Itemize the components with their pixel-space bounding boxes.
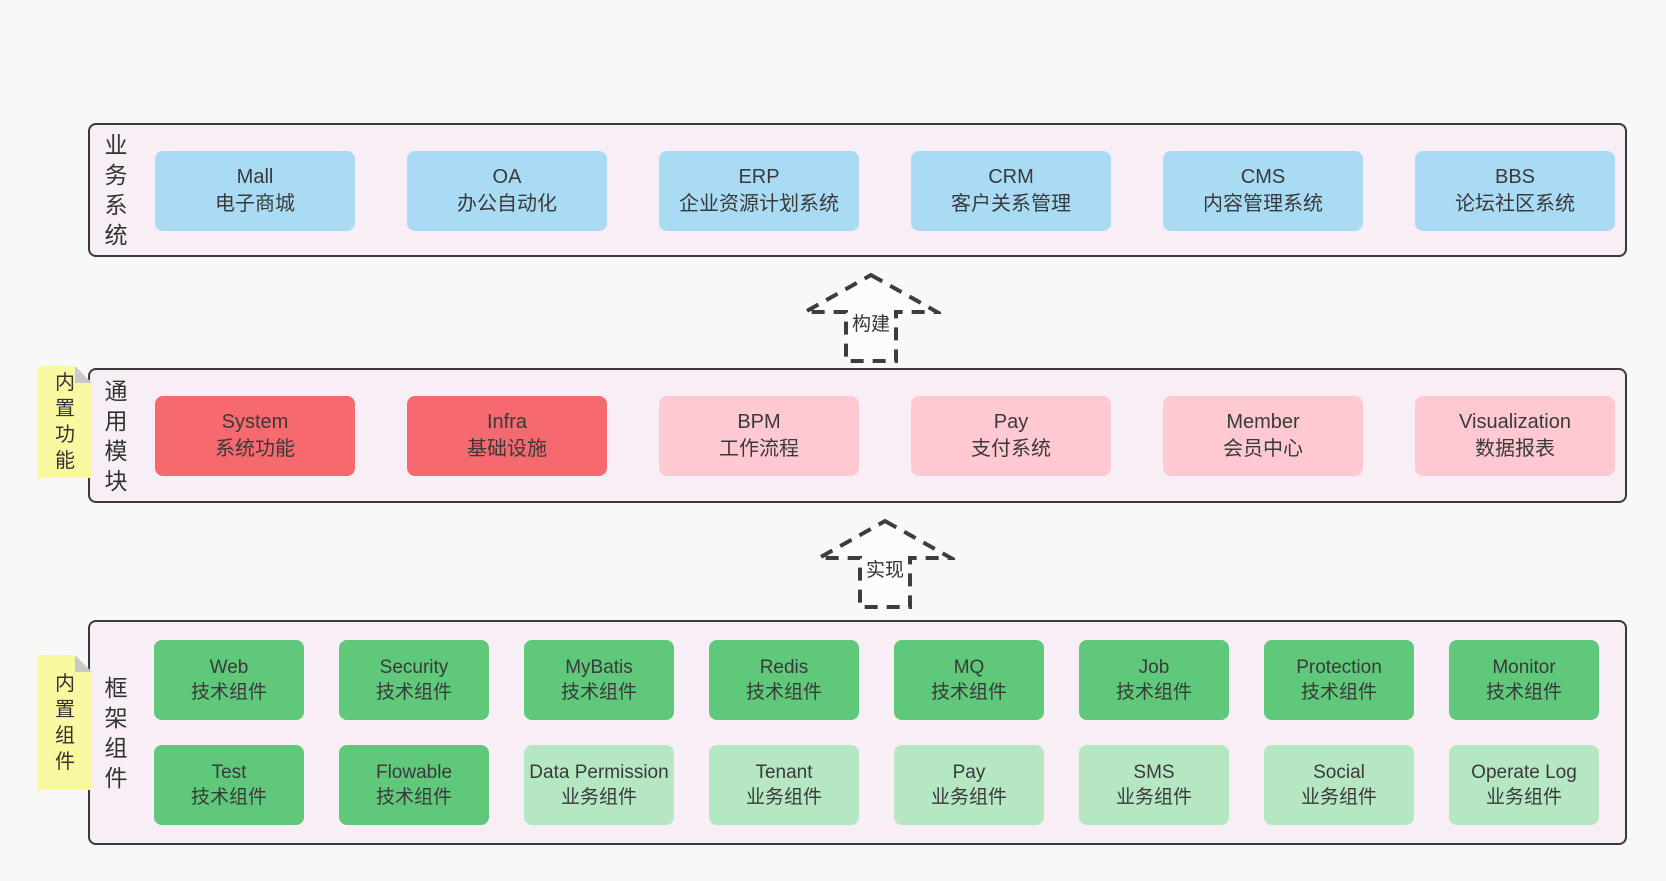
box-data-permission: Data Permission 业务组件 [524, 745, 674, 825]
box-operate-log: Operate Log 业务组件 [1449, 745, 1599, 825]
box-tenant: Tenant 业务组件 [709, 745, 859, 825]
layer-business-systems: 业务系统 Mall 电子商城 OA 办公自动化 ERP 企业资源计划系统 CRM… [88, 123, 1627, 257]
box-monitor: Monitor 技术组件 [1449, 640, 1599, 720]
layer-label-framework-components: 框架组件 [104, 674, 128, 791]
box-mq: MQ 技术组件 [894, 640, 1044, 720]
box-oa: OA 办公自动化 [407, 151, 607, 231]
box-protection: Protection 技术组件 [1264, 640, 1414, 720]
box-cms: CMS 内容管理系统 [1163, 151, 1363, 231]
box-web: Web 技术组件 [154, 640, 304, 720]
sticky-note-built-in-components: 内置组件 [38, 655, 92, 790]
layer-framework-components: 框架组件 Web 技术组件 Security 技术组件 MyBatis 技术组件… [88, 620, 1627, 845]
box-visualization: Visualization 数据报表 [1415, 396, 1615, 476]
box-redis: Redis 技术组件 [709, 640, 859, 720]
box-mybatis: MyBatis 技术组件 [524, 640, 674, 720]
box-sms: SMS 业务组件 [1079, 745, 1229, 825]
layer-label-business-systems: 业务系统 [104, 132, 128, 248]
box-member: Member 会员中心 [1163, 396, 1363, 476]
implement-arrow: 实现 [815, 518, 955, 610]
box-crm: CRM 客户关系管理 [911, 151, 1111, 231]
layer-common-modules: 通用模块 System 系统功能 Infra 基础设施 BPM 工作流程 Pay… [88, 368, 1627, 503]
box-flowable: Flowable 技术组件 [339, 745, 489, 825]
build-arrow: 构建 [801, 272, 941, 364]
box-social: Social 业务组件 [1264, 745, 1414, 825]
box-pay-biz: Pay 业务组件 [894, 745, 1044, 825]
box-mall: Mall 电子商城 [155, 151, 355, 231]
build-arrow-label: 构建 [801, 314, 941, 336]
box-bpm: BPM 工作流程 [659, 396, 859, 476]
box-infra: Infra 基础设施 [407, 396, 607, 476]
layer-label-common-modules: 通用模块 [104, 377, 128, 494]
box-erp: ERP 企业资源计划系统 [659, 151, 859, 231]
box-pay: Pay 支付系统 [911, 396, 1111, 476]
box-job: Job 技术组件 [1079, 640, 1229, 720]
box-bbs: BBS 论坛社区系统 [1415, 151, 1615, 231]
sticky-note-built-in-features: 内置功能 [38, 366, 92, 478]
box-security: Security 技术组件 [339, 640, 489, 720]
box-test: Test 技术组件 [154, 745, 304, 825]
implement-arrow-label: 实现 [815, 560, 955, 582]
box-system: System 系统功能 [155, 396, 355, 476]
